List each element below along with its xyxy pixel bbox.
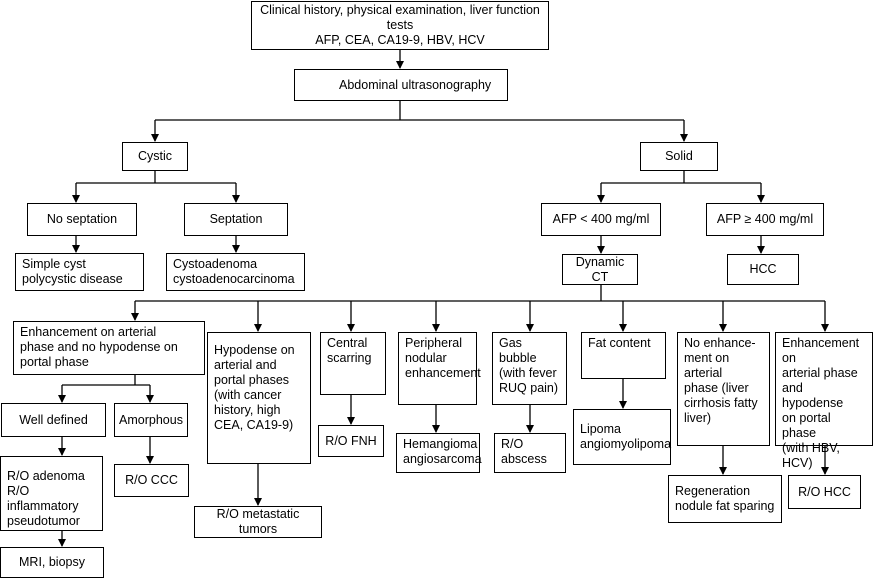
node-well-defined: Well defined [1, 403, 106, 437]
node-cystoadenoma: Cystoadenoma cystoadenocarcinoma [166, 253, 305, 291]
node-lipoma: Lipoma angiomyolipoma [573, 409, 671, 465]
node-ro-fnh: R/O FNH [318, 425, 384, 457]
node-no-septation: No septation [27, 203, 137, 236]
node-ro-adenoma: R/O adenoma R/O inflammatory pseudotumor [0, 456, 103, 531]
node-solid: Solid [640, 142, 718, 171]
node-ro-ccc: R/O CCC [114, 464, 189, 497]
edge-cystic-split [76, 171, 236, 184]
edge-ultrasound-split [155, 101, 684, 121]
node-regeneration: Regeneration nodule fat sparing [668, 475, 782, 523]
edge-ct-split [135, 285, 825, 302]
node-septation: Septation [184, 203, 288, 236]
node-hcc: HCC [727, 254, 799, 285]
node-hemangioma: Hemangioma angiosarcoma [396, 433, 482, 473]
node-gas-bubble: Gas bubble (with fever RUQ pain) [492, 332, 567, 405]
node-enh-hypo: Enhancement on arterial phase and hypode… [775, 332, 873, 470]
node-ro-metastatic: R/O metastatic tumors [194, 506, 322, 538]
node-clinical: Clinical history, physical examination, … [251, 1, 549, 50]
node-ro-hcc: R/O HCC [788, 475, 861, 509]
node-dynamic-ct: Dynamic CT [562, 254, 638, 285]
edge-solid-split [601, 171, 761, 184]
node-afp-high: AFP ≥ 400 mg/ml [706, 203, 824, 236]
node-hypodense: Hypodense on arterial and portal phases … [207, 332, 311, 464]
node-peripheral: Peripheral nodular enhancement [398, 332, 481, 405]
node-no-enh: No enhance- ment on arterial phase (live… [677, 332, 770, 446]
node-mri: MRI, biopsy [0, 547, 104, 578]
node-enh-arterial: Enhancement on arterial phase and no hyp… [13, 321, 205, 375]
edge-enh-split [62, 375, 150, 386]
node-amorphous: Amorphous [114, 403, 188, 437]
node-fat-content: Fat content [581, 332, 666, 379]
node-cystic: Cystic [122, 142, 188, 171]
node-afp-low: AFP < 400 mg/ml [541, 203, 661, 236]
node-ro-abscess: R/O abscess [494, 433, 566, 473]
node-simple-cyst: Simple cyst polycystic disease [15, 253, 144, 291]
node-central-scar: Central scarring [320, 332, 386, 395]
node-ultrasound: Abdominal ultrasonography [294, 69, 508, 101]
